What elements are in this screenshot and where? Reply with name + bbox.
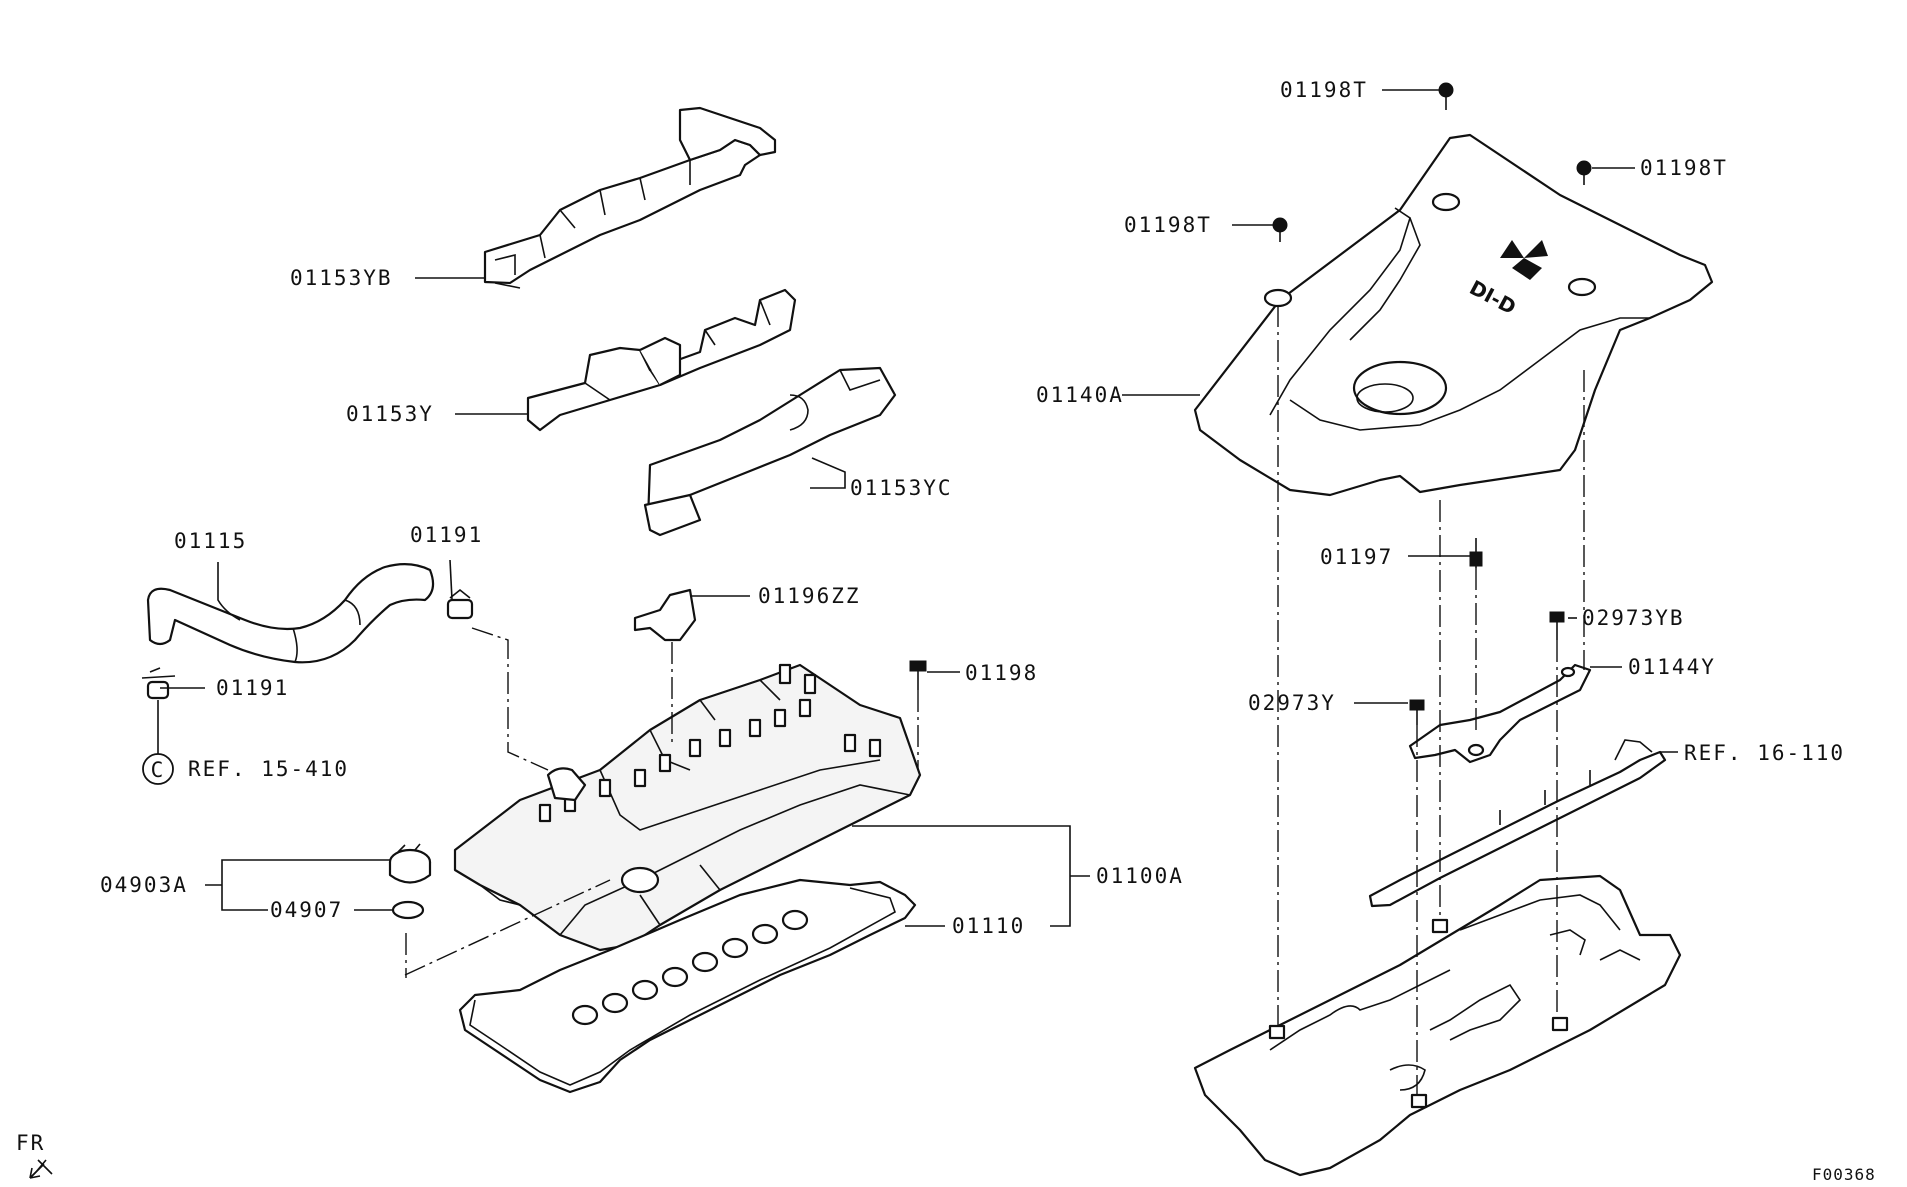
label-01144Y: 01144Y [1628, 655, 1716, 679]
bolt-01198 [909, 660, 927, 690]
bracket-01144Y [1408, 663, 1592, 764]
bracket-01196ZZ [633, 588, 697, 642]
front-arrow-icon [29, 1159, 53, 1179]
plug-seals [571, 909, 809, 1026]
oil-cap-04903A [388, 843, 432, 884]
insulator-01153YC [643, 366, 897, 537]
label-fr: FR [16, 1131, 45, 1155]
stud-01197 [1469, 538, 1483, 568]
label-01196ZZ: 01196ZZ [758, 584, 861, 608]
bolt-01198T-left [1272, 217, 1288, 242]
label-01191-left: 01191 [216, 676, 289, 700]
label-01198T-top: 01198T [1280, 78, 1368, 102]
ref-circle-C: C [142, 753, 174, 785]
bolt-01198T-right [1576, 160, 1592, 185]
label-04907: 04907 [270, 898, 343, 922]
label-01198T-right: 01198T [1640, 156, 1728, 180]
label-01153YB: 01153YB [290, 266, 393, 290]
label-01197: 01197 [1320, 545, 1393, 569]
label-ref-15-410: REF. 15-410 [188, 757, 349, 781]
o-ring-04907 [391, 900, 425, 920]
fuel-pipe [1368, 739, 1667, 908]
label-01153Y: 01153Y [346, 402, 434, 426]
cover-pins [538, 663, 882, 823]
ref-circle-letter: C [151, 758, 166, 782]
engine-head [1193, 874, 1682, 1177]
label-ref-16-110: REF. 16-110 [1684, 741, 1845, 765]
hose-01115 [146, 563, 435, 664]
bolt-02973YB [1549, 611, 1565, 640]
label-02973YB: 02973YB [1582, 606, 1685, 630]
insulator-01153Y [526, 288, 797, 432]
label-01100A: 01100A [1096, 864, 1184, 888]
right-leaders [1122, 89, 1678, 1095]
gasket-01110 [458, 878, 917, 1094]
label-02973Y: 02973Y [1248, 691, 1336, 715]
label-01110: 01110 [952, 914, 1025, 938]
insulator-01153YB [483, 106, 777, 289]
label-01153YC: 01153YC [850, 476, 953, 500]
label-01140A: 01140A [1036, 383, 1124, 407]
label-01191-top: 01191 [410, 523, 483, 547]
left-leaders [157, 277, 1090, 978]
bolt-02973Y [1409, 699, 1425, 725]
bolt-01198T-top [1438, 82, 1454, 110]
clamp-01191-left [141, 667, 176, 700]
label-04903A: 04903A [100, 873, 188, 897]
figure-id: F00368 [1812, 1165, 1876, 1184]
clamp-01191-top [446, 588, 474, 620]
label-01198T-left: 01198T [1124, 213, 1212, 237]
rocker-cover-01100A [453, 663, 922, 952]
label-01198: 01198 [965, 661, 1038, 685]
engine-cover-01140A: DI-D [1193, 133, 1714, 497]
label-01115: 01115 [174, 529, 247, 553]
